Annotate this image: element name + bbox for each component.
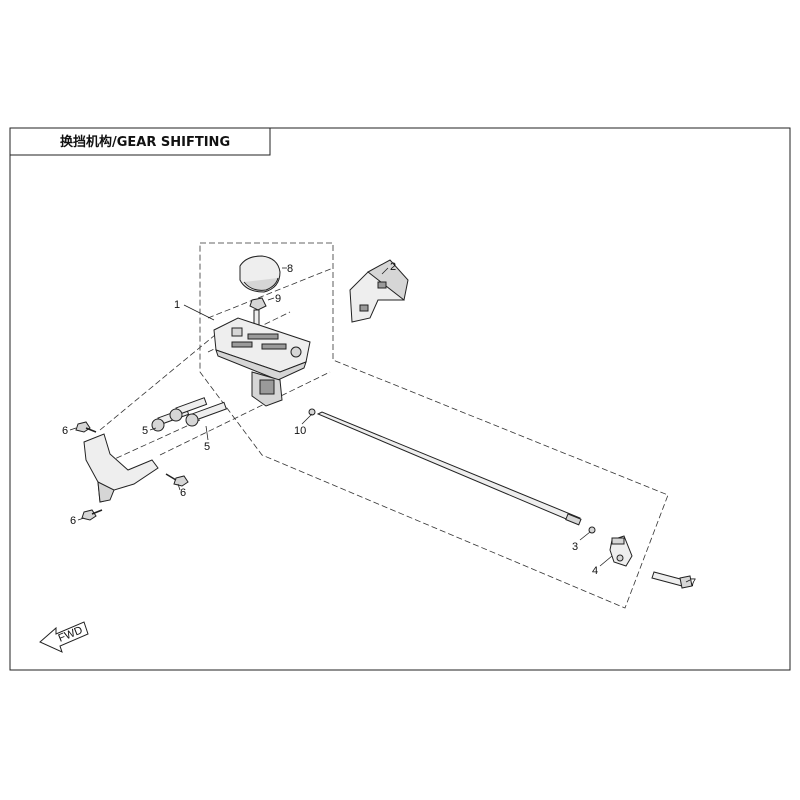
ring-3 <box>588 526 596 534</box>
shift-housing <box>213 317 311 407</box>
leader-lines <box>69 267 691 583</box>
rod-end-4 <box>609 535 633 567</box>
title-box <box>9 127 271 156</box>
callout-6c: 6 <box>70 515 76 527</box>
mounting-bracket <box>83 433 159 503</box>
diagram-title: 换挡机构/GEAR SHIFTING <box>60 134 230 150</box>
bracket <box>349 259 409 323</box>
callout-4: 4 <box>592 565 598 577</box>
washer-10 <box>308 408 316 416</box>
shift-knob <box>239 255 281 293</box>
callout-8: 8 <box>287 263 293 275</box>
callout-3: 3 <box>572 541 578 553</box>
callout-1: 1 <box>174 299 180 311</box>
shift-rod <box>316 411 582 526</box>
bolt-5c <box>185 401 227 427</box>
callout-6a: 6 <box>62 425 68 437</box>
dash-link-bracket <box>207 267 334 319</box>
callout-6b: 6 <box>180 487 186 499</box>
dash-link-left-3 <box>107 419 201 463</box>
fwd-arrow-icon: FWD <box>39 621 89 653</box>
drawing-frame <box>9 127 791 671</box>
bolt-5b <box>169 397 208 422</box>
callout-5a: 5 <box>142 425 148 437</box>
bolt-7 <box>651 571 693 589</box>
callout-7: 7 <box>690 577 696 589</box>
assembly-boundary <box>199 242 669 609</box>
callout-10: 10 <box>294 425 306 437</box>
callout-2: 2 <box>390 261 396 273</box>
screw-6b <box>165 473 189 487</box>
dash-link-left-2 <box>159 371 331 456</box>
screw-6a <box>75 421 97 433</box>
screw-6c <box>81 509 103 521</box>
callout-5b: 5 <box>204 441 210 453</box>
dash-link-left <box>99 334 216 431</box>
nut <box>249 297 267 311</box>
callout-9: 9 <box>275 293 281 305</box>
